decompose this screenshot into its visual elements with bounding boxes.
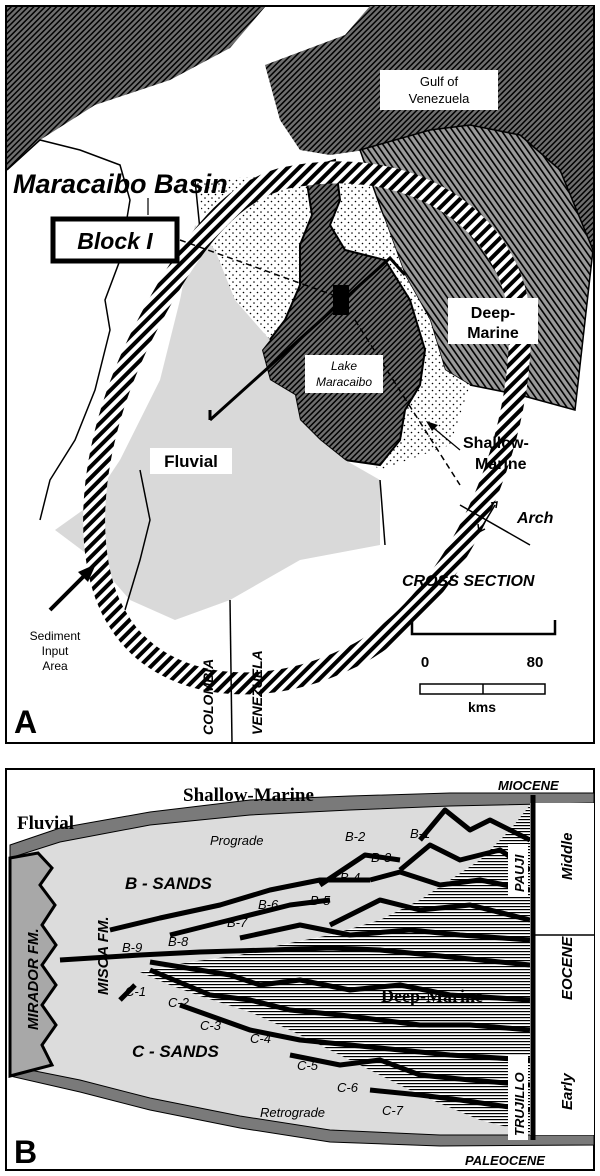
cross-section-line	[208, 255, 407, 422]
block-i-label: Block I	[77, 228, 153, 254]
sand-unit-c7: C-7	[382, 1103, 404, 1118]
sand-unit-b5: B-5	[310, 893, 331, 908]
sand-unit-c6: C-6	[337, 1080, 359, 1095]
shallow-marine-label-line2: Marine	[475, 456, 527, 473]
sediment-label-line2: Input	[42, 644, 69, 658]
sand-unit-c2: C-2	[168, 995, 190, 1010]
lake-label-bg	[305, 355, 383, 393]
gulf-label-line1: Gulf of	[420, 74, 459, 89]
shallow-marine-arrowhead	[426, 421, 438, 431]
gulf-label-bg	[380, 70, 498, 110]
sand-unit-b6: B-6	[258, 897, 279, 912]
eocene-label: EOCENE	[559, 936, 576, 1000]
country-border	[229, 599, 233, 744]
trujillo-label-bg	[508, 1056, 528, 1140]
panel-a-map: Gulf of Venezuela Maracaibo Basin Block …	[5, 5, 595, 744]
venezuela-label: VENEZUELA	[249, 650, 265, 735]
lake-label-line1: Lake	[331, 359, 357, 373]
fluvial-label-bg	[150, 448, 232, 474]
trujillo-label: TRUJILLO	[512, 1072, 527, 1136]
deep-marine-label-line2: Marine	[467, 325, 519, 342]
scale-end: 80	[527, 654, 544, 671]
sand-unit-b7: B-7	[227, 915, 248, 930]
sand-unit-b2: B-2	[345, 829, 366, 844]
panel-b-label: B	[14, 1134, 37, 1170]
basin-title: Maracaibo Basin	[13, 169, 228, 199]
block-i-leader	[179, 239, 334, 296]
pauji-label: PAUJI	[512, 854, 527, 892]
retrograde-label: Retrograde	[260, 1105, 325, 1120]
block-i-marker	[333, 285, 349, 315]
middle-label: Middle	[559, 833, 576, 881]
mirador-formation	[8, 851, 58, 1078]
deep-marine-label-line1: Deep-	[471, 305, 515, 322]
arch-label: Arch	[516, 510, 554, 527]
bottom-shale-band	[9, 1065, 595, 1147]
sand-unit-b3: B-3	[371, 850, 392, 865]
panel-b-cross-section: Shallow-Marine Fluvial MIOCENE PALEOCENE…	[5, 768, 595, 1171]
sediment-label-line3: Area	[42, 659, 68, 673]
paleocene-label: PALEOCENE	[465, 1153, 545, 1168]
sand-unit-b9: B-9	[122, 940, 142, 955]
sand-unit-c4: C-4	[250, 1031, 271, 1046]
fluvial-label: Fluvial	[164, 452, 218, 471]
sand-tongues	[59, 807, 532, 1113]
shallow-marine-pointer	[429, 424, 461, 451]
scale-unit: kms	[468, 699, 496, 715]
shallow-marine-label-line1: Shallow-	[463, 435, 529, 452]
lake-label-line2: Maracaibo	[316, 375, 372, 389]
sand-unit-b4: B-4	[340, 870, 360, 885]
sand-unit-c1: C-1	[125, 984, 146, 999]
sand-unit-b1: B-1	[410, 826, 430, 841]
pauji-label-bg	[508, 844, 528, 896]
panel-a-label: A	[14, 704, 37, 740]
deep-marine-label-bg	[448, 298, 538, 344]
misoa-label: MISOA FM.	[95, 916, 112, 995]
sediment-input-arrow	[48, 564, 96, 612]
basin-outline-hatched-ring	[83, 161, 532, 695]
prograde-label: Prograde	[210, 833, 263, 848]
sand-unit-c5: C-5	[297, 1058, 319, 1073]
boundary-lines	[6, 139, 386, 611]
mirador-label: MIRADOR FM.	[25, 928, 42, 1030]
gulf-label-line2: Venezuela	[409, 91, 470, 106]
sand-unit-c3: C-3	[200, 1018, 222, 1033]
sand-unit-b8: B-8	[168, 934, 189, 949]
arch-symbol	[459, 501, 531, 546]
fluvial-area	[55, 225, 380, 620]
sediment-label-line1: Sediment	[30, 629, 81, 643]
block-i-label-box	[50, 216, 180, 264]
scale-bar-bottom	[419, 683, 546, 695]
land-gulf-of-venezuela	[265, 6, 593, 250]
b-sands-label: B - SANDS	[125, 874, 213, 893]
scale-bar-top	[410, 620, 557, 636]
right-column-bg	[530, 803, 594, 1135]
deep-marine-label-b: Deep-Marine	[381, 986, 483, 1006]
early-label: Early	[559, 1073, 576, 1110]
colombia-label: COLOMBIA	[200, 659, 216, 735]
scale-start: 0	[421, 654, 429, 671]
fluvial-label-b: Fluvial	[17, 813, 74, 834]
shallow-marine-label-b: Shallow-Marine	[183, 785, 314, 806]
miocene-label: MIOCENE	[498, 778, 559, 793]
c-sands-label: C - SANDS	[132, 1042, 220, 1061]
land-northwest	[7, 7, 265, 170]
lake-dashed-line	[354, 319, 461, 486]
cross-section-label: CROSS SECTION	[402, 573, 535, 590]
